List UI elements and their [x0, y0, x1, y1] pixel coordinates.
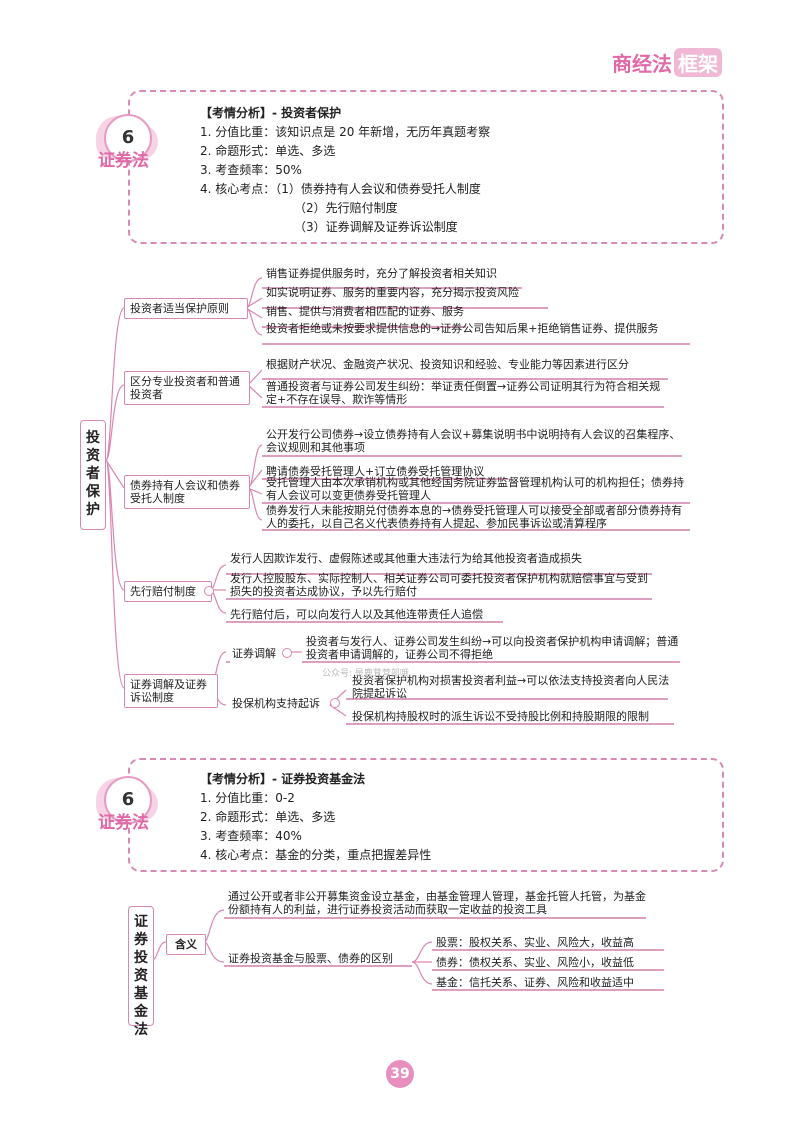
analysis-line: 3. 考查频率：50% — [200, 163, 302, 177]
collapse-toggle[interactable] — [330, 698, 340, 708]
analysis-heading-2: 【考情分析】- 证券投资基金法 — [200, 772, 366, 786]
compare-item-bond: 债券：债权关系、实业、风险小，收益低 — [436, 956, 634, 969]
analysis-text-2: 【考情分析】- 证券投资基金法 1. 分值比重：0-2 2. 命题形式：单选、多… — [200, 770, 431, 865]
chapter-name-1: 证券法 — [98, 151, 149, 171]
branch-investor-classification: 区分专业投资者和普通投资者 — [124, 371, 250, 405]
leaf-text: 发行人因欺诈发行、虚假陈述或其他重大违法行为给其他投资者造成损失 — [230, 552, 582, 565]
analysis-line: 3. 考查频率：40% — [200, 829, 302, 843]
compare-item-stock: 股票：股权关系、实业、风险大，收益高 — [436, 936, 634, 949]
mindmap-1-root: 投资者保护 — [80, 420, 106, 530]
analysis-heading-1: 【考情分析】- 投资者保护 — [200, 106, 342, 120]
leaf-text: 如实说明证券、服务的重要内容，充分揭示投资风险 — [266, 286, 519, 299]
branch-suitability: 投资者适当保护原则 — [124, 298, 248, 319]
compare-item-fund: 基金：信托关系、证券、风险和收益适中 — [436, 976, 634, 989]
analysis-line: 4. 核心考点：（1）债券持有人会议和债券受托人制度 — [200, 182, 481, 196]
leaf-text: 发行人控股股东、实际控制人、相关证券公司可委托投资者保护机构就赔偿事宜与受到损失… — [230, 572, 648, 598]
collapse-toggle[interactable] — [204, 586, 214, 596]
leaf-text: 投保机构持股权时的派生诉讼不受持股比例和持股期限的限制 — [352, 710, 649, 723]
root-label: 证券投资基金法 — [134, 914, 148, 1038]
analysis-line: 2. 命题形式：单选、多选 — [200, 810, 336, 824]
branch-mediation-litigation: 证券调解及证券诉讼制度 — [124, 674, 218, 708]
analysis-line: 1. 分值比重：0-2 — [200, 791, 295, 805]
leaf-text: 投资者保护机构对损害投资者利益→可以依法支持投资者向人民法院提起诉讼 — [352, 674, 670, 700]
chapter-number-badge-1: 6 — [104, 114, 152, 162]
leaf-text: 普通投资者与证券公司发生纠纷：举证责任倒置→证券公司证明其行为符合相关规定+不存… — [266, 380, 661, 406]
analysis-line: （2）先行赔付制度 — [294, 201, 398, 215]
leaf-text: 债券发行人未能按期兑付债券本息的→债券受托管理人可以接受全部或者部分债券持有人的… — [266, 504, 683, 530]
compare-label: 证券投资基金与股票、债券的区别 — [228, 952, 393, 965]
brand-logo: 商经法框架 — [612, 48, 722, 77]
definition-text: 通过公开或者非公开募集资金设立基金，由基金管理人管理，基金托管人托管，为基金份额… — [228, 890, 646, 916]
brand-box: 框架 — [674, 48, 722, 77]
root-label: 投资者保护 — [86, 430, 100, 518]
analysis-panel-1 — [128, 90, 724, 244]
watermark: 公众号: 是鹿茸营部哦 — [322, 669, 409, 679]
leaf-text: 销售、提供与消费者相匹配的证券、服务 — [266, 305, 464, 318]
mindmap-2-root: 证券投资基金法 — [128, 906, 154, 1038]
analysis-line: （3）证券调解及证券诉讼制度 — [294, 220, 458, 234]
leaf-text: 销售证券提供服务时，充分了解投资者相关知识 — [266, 267, 497, 280]
brand-text: 商经法 — [612, 52, 672, 76]
leaf-text: 受托管理人由本次承销机构或其他经国务院证券监督管理机构认可的机构担任；债券持有人… — [266, 476, 684, 502]
analysis-line: 1. 分值比重：该知识点是 20 年新增，无历年真题考察 — [200, 125, 491, 139]
chapter-name-2: 证券法 — [98, 813, 149, 833]
leaf-text: 根据财产状况、金融资产状况、投资知识和经验、专业能力等因素进行区分 — [266, 358, 629, 371]
analysis-line: 2. 命题形式：单选、多选 — [200, 144, 336, 158]
branch-bondholder-system: 债券持有人会议和债券受托人制度 — [124, 475, 250, 509]
leaf-text: 先行赔付后，可以向发行人以及其他连带责任人追偿 — [230, 608, 483, 621]
leaf-text: 聘请债券受托管理人+订立债券受托管理协议 — [266, 465, 485, 478]
sub-branch-mediation: 证券调解 — [232, 647, 276, 660]
leaf-text: 投资者拒绝或未按要求提供信息的→证券公司告知后果+拒绝销售证券、提供服务 — [266, 322, 659, 335]
leaf-text: 公开发行公司债券→设立债券持有人会议+募集说明书中说明持有人会议的召集程序、会议… — [266, 428, 681, 454]
page-number: 39 — [386, 1060, 414, 1088]
collapse-toggle[interactable] — [282, 648, 292, 658]
analysis-text-1: 【考情分析】- 投资者保护 1. 分值比重：该知识点是 20 年新增，无历年真题… — [200, 104, 490, 237]
branch-meaning: 含义 — [166, 934, 206, 955]
branch-advance-compensation: 先行赔付制度 — [124, 581, 212, 602]
leaf-text: 投资者与发行人、证券公司发生纠纷→可以向投资者保护机构申请调解；普通投资者申请调… — [306, 635, 679, 661]
analysis-line: 4. 核心考点：基金的分类，重点把握差异性 — [200, 848, 432, 862]
sub-branch-support-lawsuit: 投保机构支持起诉 — [232, 697, 320, 710]
chapter-number-badge-2: 6 — [104, 776, 152, 824]
